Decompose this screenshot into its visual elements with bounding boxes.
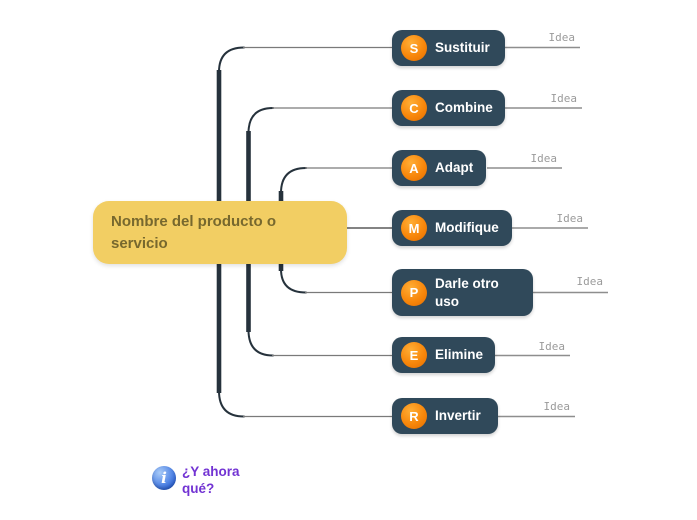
branch-node-invertir[interactable]: R Invertir xyxy=(392,398,498,434)
connector-curve xyxy=(280,167,307,194)
footer-note[interactable]: i ¿Y ahora qué? xyxy=(152,464,260,498)
letter-badge-icon: M xyxy=(401,215,427,241)
branch-node-combine[interactable]: C Combine xyxy=(392,90,505,126)
letter-badge-icon: C xyxy=(401,95,427,121)
info-icon-glyph: i xyxy=(161,468,167,487)
idea-placeholder-label[interactable]: Idea xyxy=(543,400,571,413)
branch-label: Adapt xyxy=(435,160,474,176)
connector-curve xyxy=(247,107,274,134)
letter-badge-icon: E xyxy=(401,342,427,368)
connector-curve xyxy=(218,390,245,418)
branch-node-modifique[interactable]: M Modifique xyxy=(392,210,512,246)
branch-label: Darle otro uso xyxy=(435,275,499,309)
letter-badge-icon: A xyxy=(401,155,427,181)
idea-placeholder-label[interactable]: Idea xyxy=(530,152,558,165)
branch-label: Invertir xyxy=(435,408,481,424)
root-topic-label: Nombre del producto o servicio xyxy=(111,212,276,252)
idea-placeholder-label[interactable]: Idea xyxy=(576,275,604,288)
branch-label: Sustituir xyxy=(435,40,490,56)
connector-curve xyxy=(218,46,245,73)
connector-curve xyxy=(280,268,307,294)
branch-node-adapt[interactable]: A Adapt xyxy=(392,150,486,186)
info-icon[interactable]: i xyxy=(152,466,176,490)
branch-label: Elimine xyxy=(435,347,484,363)
branch-label: Combine xyxy=(435,100,493,116)
idea-placeholder-label[interactable]: Idea xyxy=(538,340,566,353)
branch-label: Modifique xyxy=(435,220,499,236)
branch-node-sustituir[interactable]: S Sustituir xyxy=(392,30,505,66)
connector-curve xyxy=(247,329,274,357)
idea-placeholder-label[interactable]: Idea xyxy=(548,31,576,44)
letter-badge-icon: P xyxy=(401,279,427,306)
letter-badge-icon: R xyxy=(401,403,427,429)
letter-badge-icon: S xyxy=(401,35,427,61)
idea-placeholder-label[interactable]: Idea xyxy=(550,92,578,105)
branch-node-elimine[interactable]: E Elimine xyxy=(392,337,495,373)
root-topic-node[interactable]: Nombre del producto o servicio xyxy=(93,201,347,264)
idea-placeholder-label[interactable]: Idea xyxy=(556,212,584,225)
footer-note-text: ¿Y ahora qué? xyxy=(182,464,240,496)
branch-node-darle-otro-uso[interactable]: P Darle otro uso xyxy=(392,269,533,316)
